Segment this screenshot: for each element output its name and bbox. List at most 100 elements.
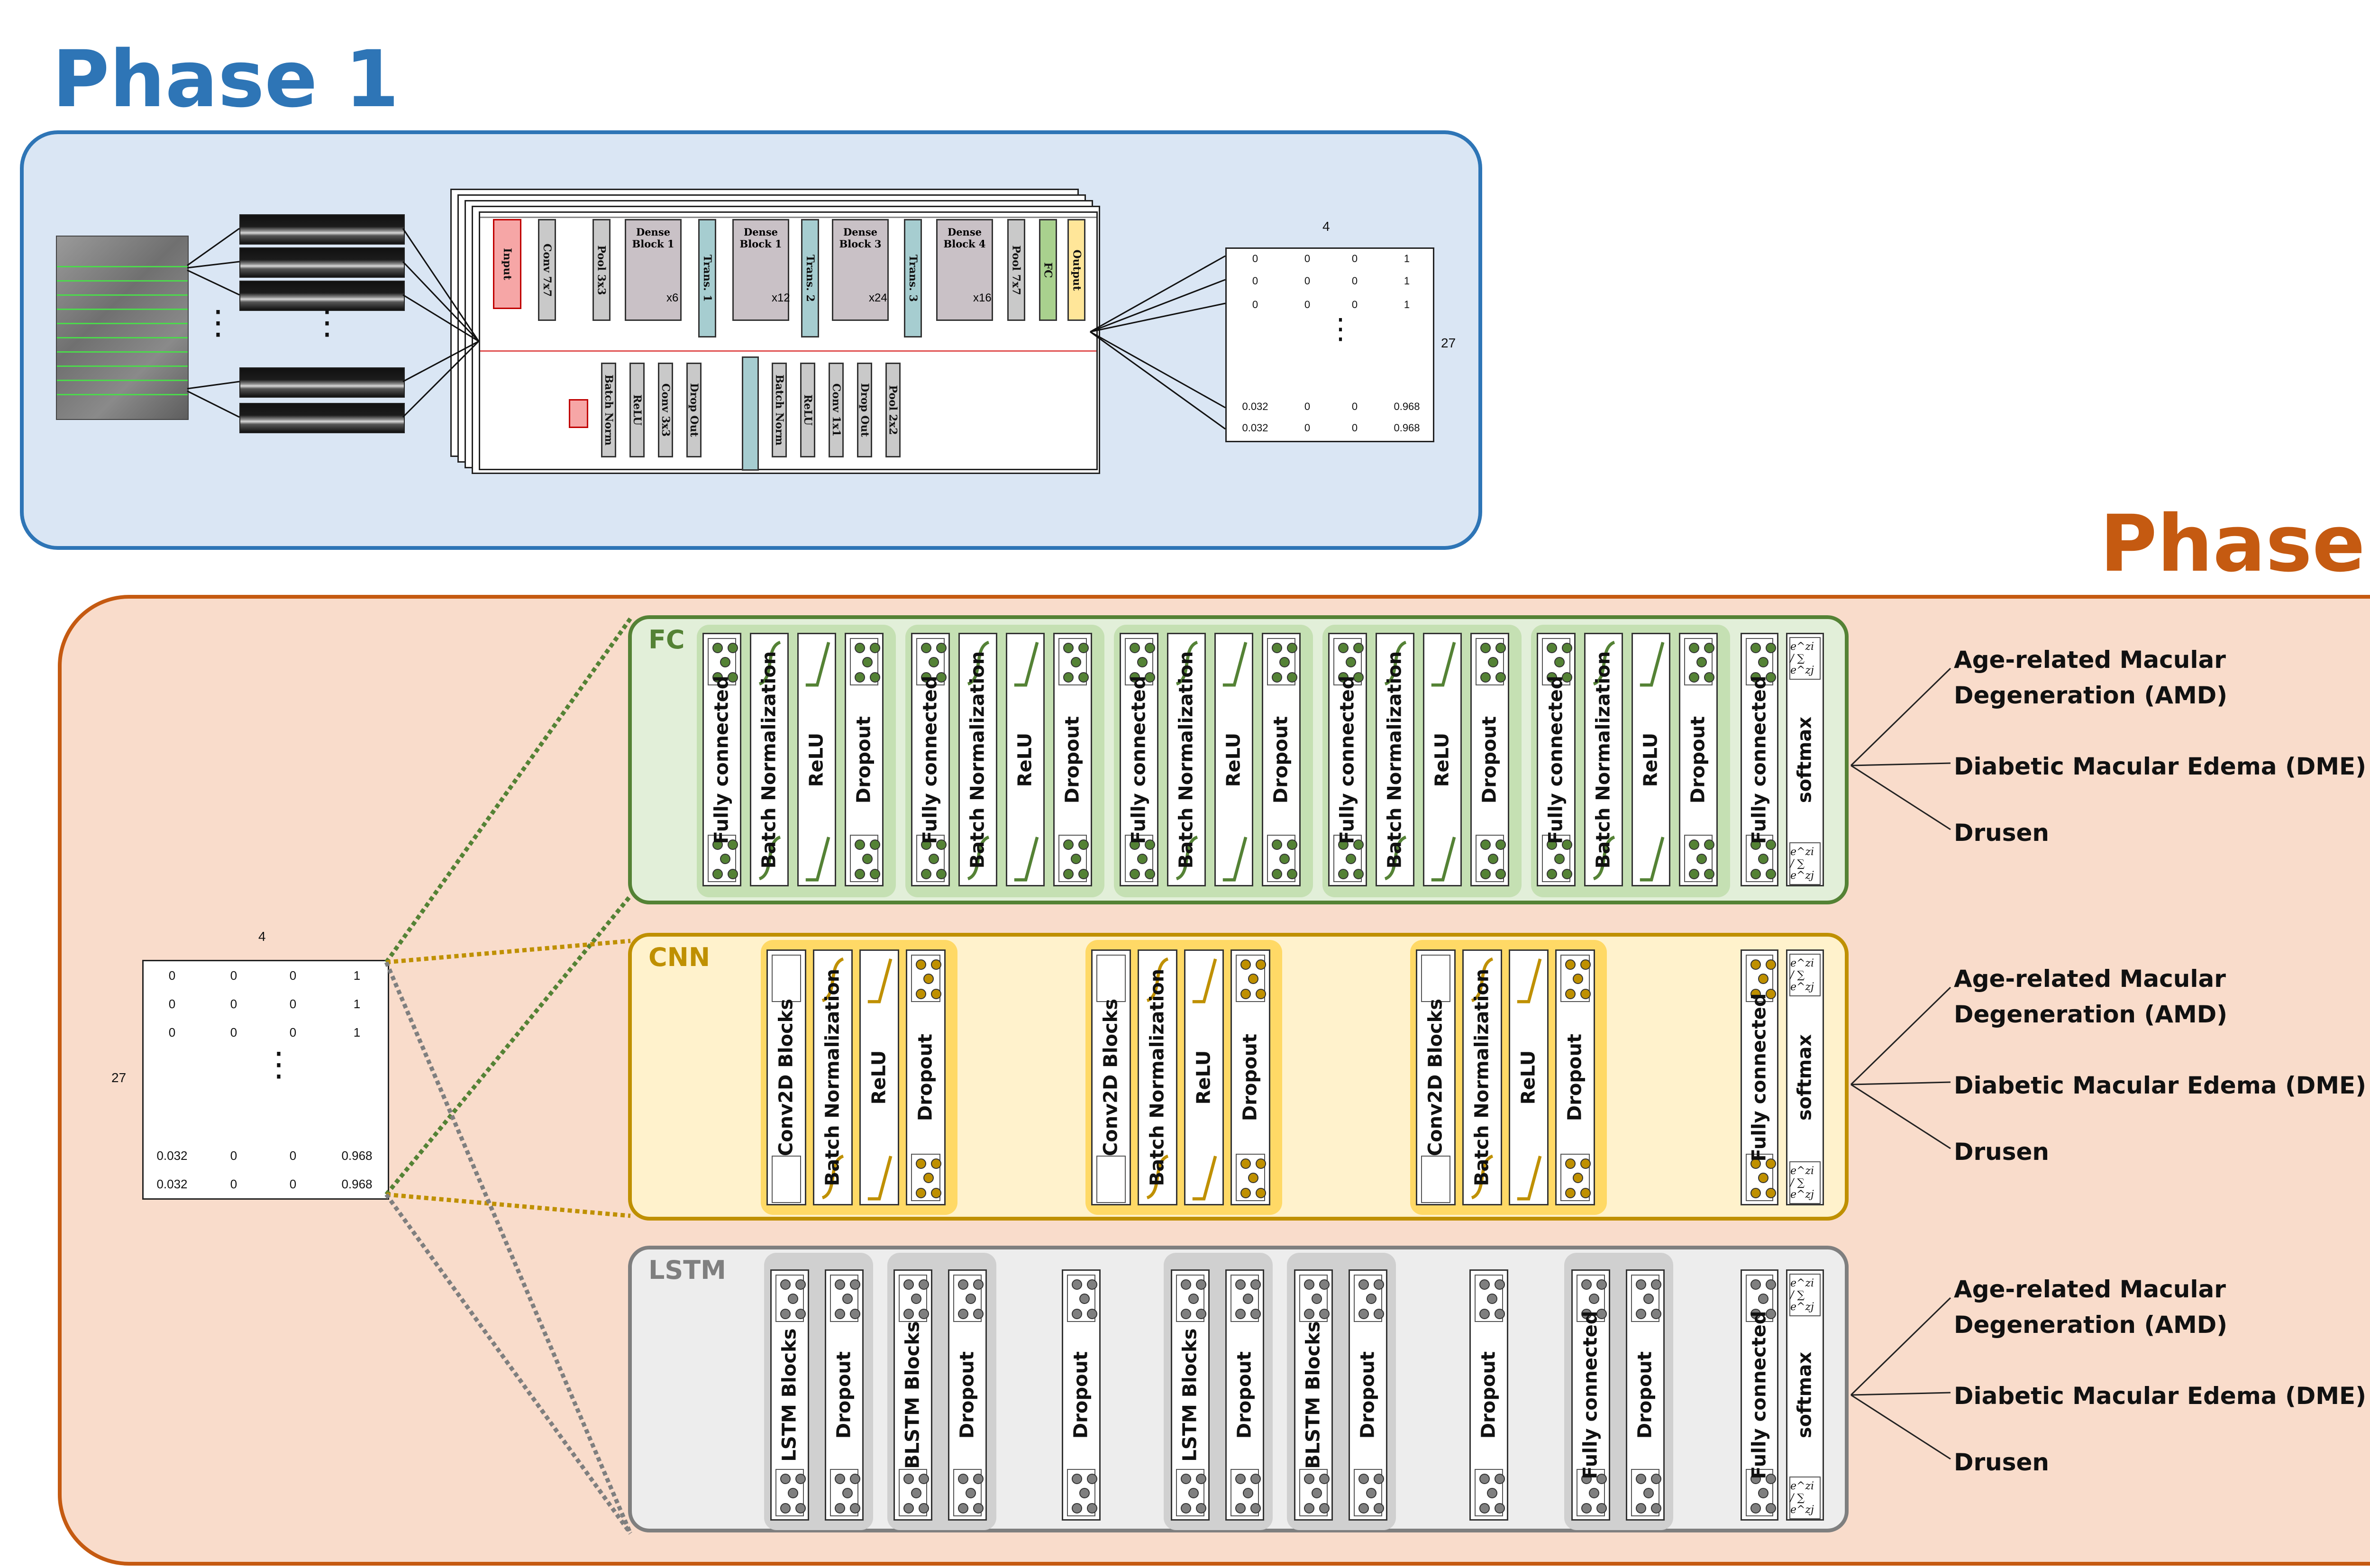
relu-curve-icon: [1431, 837, 1456, 882]
flow-arrow: [187, 390, 240, 418]
layer-label: Conv2D Blocks: [775, 998, 797, 1157]
layer-batchnorm: Batch Norm: [601, 363, 616, 457]
layer-blstm-blocks: BLSTM Blocks: [893, 1269, 932, 1521]
output-connector: [1850, 1394, 1951, 1460]
lstm-label: LSTM: [648, 1255, 726, 1285]
layer-label: Fully connected: [1748, 675, 1770, 844]
phase2-title: Phase 2: [2100, 498, 2370, 589]
relu-curve-icon: [1517, 958, 1542, 1003]
neuron-nodes-icon: [1746, 1469, 1776, 1516]
layer-dropout: Dropout: [1469, 1269, 1508, 1521]
layer-dropout: Dropout: [1470, 633, 1509, 886]
layer-label: Dropout: [1634, 1351, 1656, 1439]
layer-label: Conv2D Blocks: [1424, 998, 1447, 1157]
neuron-nodes-icon: [1560, 955, 1591, 1002]
fc-label: FC: [648, 625, 685, 655]
neuron-nodes-icon: [1354, 1275, 1384, 1322]
output-class-label: Drusen: [1954, 819, 2050, 847]
neuron-nodes-icon: [1475, 1469, 1505, 1516]
layer-label: Dropout: [1564, 1033, 1586, 1121]
dense-block-4: Dense Block 4 x16: [936, 219, 993, 321]
layer-label: Dropout: [914, 1033, 937, 1121]
sigmoid-curve-icon: [1146, 957, 1169, 1003]
neuron-nodes-icon: [1267, 638, 1297, 685]
layer-conv7x7: Conv 7x7: [538, 219, 556, 321]
layer-fully-connected: Fully connected: [1741, 949, 1778, 1205]
sigmoid-curve-icon: [967, 835, 990, 881]
neuron-nodes-icon: [850, 638, 880, 685]
relu-curve-icon: [1014, 642, 1039, 687]
layer-lstm-blocks: LSTM Blocks: [1171, 1269, 1210, 1521]
neuron-nodes-icon: [1684, 835, 1714, 882]
neuron-nodes-icon: [830, 1275, 860, 1322]
layer-conv2d-blocks: Conv2D Blocks: [766, 949, 806, 1205]
flow-arrow: [1090, 255, 1226, 333]
layer-relu: ReLU: [1184, 949, 1224, 1205]
layer-dropout: Drop Out: [686, 363, 702, 457]
layer-batch-normalization: Batch Normalization: [1584, 633, 1623, 886]
layer-conv2d-blocks: Conv2D Blocks: [1416, 949, 1456, 1205]
neuron-nodes-icon: [1058, 638, 1089, 685]
neuron-nodes-icon: [899, 1275, 929, 1322]
layer-label: Fully connected: [1579, 1311, 1602, 1479]
divider: [480, 217, 1096, 218]
layer-label: Fully connected: [919, 675, 941, 844]
layer-relu: ReLU: [1423, 633, 1462, 886]
conv-kernel-icon: [1421, 955, 1450, 1002]
layer-dropout: Dropout: [1349, 1269, 1387, 1521]
neuron-nodes-icon: [1176, 1469, 1206, 1516]
matrix-cols-label: 4: [258, 929, 266, 944]
sigmoid-curve-icon: [1384, 835, 1407, 881]
layer-label: ReLU: [1640, 732, 1662, 787]
output-class-label: Drusen: [1954, 1138, 2050, 1166]
relu-curve-icon: [1222, 642, 1248, 687]
neuron-nodes-icon: [1746, 835, 1776, 882]
layer-batch-normalization: Batch Normalization: [1167, 633, 1206, 886]
panel-connector: [384, 1193, 632, 1535]
layer-label: LSTM Blocks: [1179, 1328, 1201, 1462]
neuron-nodes-icon: [916, 638, 947, 685]
sigmoid-curve-icon: [1593, 640, 1615, 686]
layer-batch-normalization: Batch Normalization: [1138, 949, 1177, 1205]
phase2-input-matrix: 0 0 0 1 0 0 0 1 0 0 0 1 ⋮ 0.032 0 0 0.96…: [142, 960, 389, 1200]
neuron-nodes-icon: [1125, 835, 1155, 882]
softmax-formula: e^zi / ∑ e^zj: [1789, 1161, 1821, 1204]
neuron-nodes-icon: [1333, 835, 1364, 882]
layer-label: Fully connected: [711, 675, 733, 844]
relu-curve-icon: [1640, 837, 1665, 882]
neuron-nodes-icon: [1560, 1154, 1591, 1201]
layer-label: Dropout: [833, 1351, 855, 1439]
output-class-label: Diabetic Macular Edema (DME): [1954, 1382, 2367, 1410]
layer-label: Fully connected: [1128, 675, 1150, 844]
softmax-formula: e^zi / ∑ e^zj: [1789, 1477, 1821, 1519]
layer-dropout: Dropout: [1555, 949, 1595, 1205]
flow-arrow: [1090, 331, 1226, 430]
matrix-cols-label: 4: [1322, 219, 1330, 234]
layer-batch-normalization: Batch Normalization: [813, 949, 853, 1205]
layer-relu: ReLU: [1214, 633, 1253, 886]
layer-label: Fully connected: [1336, 675, 1358, 844]
output-connector: [1850, 986, 1951, 1085]
layer-dropout: Dropout: [1679, 633, 1718, 886]
sigmoid-curve-icon: [1146, 1154, 1169, 1200]
neuron-nodes-icon: [1577, 1275, 1607, 1322]
neuron-nodes-icon: [1299, 1275, 1330, 1322]
fundus-image: [56, 236, 189, 420]
layer-label: LSTM Blocks: [778, 1328, 801, 1462]
layer-label: Batch Normalization: [758, 651, 780, 868]
layer-input: Input: [493, 219, 521, 309]
neuron-nodes-icon: [1631, 1469, 1661, 1516]
layer-pool3x3: Pool 3x3: [592, 219, 611, 321]
layer-label: Batch Normalization: [1384, 651, 1406, 868]
relu-curve-icon: [867, 1156, 893, 1201]
conv-kernel-icon: [1096, 955, 1126, 1002]
neuron-nodes-icon: [911, 955, 941, 1002]
neuron-nodes-icon: [1354, 1469, 1384, 1516]
neuron-nodes-icon: [1299, 1469, 1330, 1516]
layer-relu: ReLU: [797, 633, 836, 886]
neuron-nodes-icon: [1058, 835, 1089, 882]
conv-kernel-icon: [772, 955, 801, 1002]
neuron-nodes-icon: [1231, 1469, 1261, 1516]
layer-label: BLSTM Blocks: [902, 1321, 924, 1469]
